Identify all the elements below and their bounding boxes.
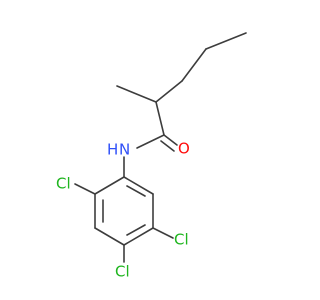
chlorine-2-label: Cl bbox=[56, 175, 71, 193]
aromatic-bond-3 bbox=[123, 227, 154, 246]
bond-carbonyl-secondary bbox=[160, 140, 175, 152]
aromatic-bond-4 bbox=[94, 227, 125, 246]
molecule-structure: O H N Cl Cl Cl bbox=[56, 32, 247, 281]
bond-chlorine-2 bbox=[74, 183, 96, 195]
bond-chlorine-5 bbox=[152, 227, 174, 239]
nitrogen-label: N bbox=[119, 141, 130, 159]
structure-canvas: O H N Cl Cl Cl bbox=[56, 32, 247, 281]
chlorine-5-label: Cl bbox=[174, 231, 189, 249]
bond-methyl bbox=[116, 85, 157, 103]
bond-chain-terminal bbox=[205, 32, 247, 50]
bond-carbonyl-carbon bbox=[155, 101, 165, 136]
bond-chain-propyl bbox=[181, 48, 207, 82]
aromatic-bond-1 bbox=[123, 176, 154, 195]
aromatic-bond-6 bbox=[94, 176, 125, 195]
bond-chain-alpha bbox=[155, 80, 183, 103]
chlorine-4-label: Cl bbox=[115, 263, 130, 281]
bond-amide bbox=[136, 134, 165, 149]
nitrogen-hydrogen-label: H bbox=[107, 141, 118, 159]
aromatic-inner-bond-2 bbox=[126, 224, 146, 236]
aromatic-inner-bond-1 bbox=[126, 185, 146, 197]
oxygen-label: O bbox=[178, 140, 190, 158]
bond-carbonyl-primary bbox=[163, 134, 178, 146]
